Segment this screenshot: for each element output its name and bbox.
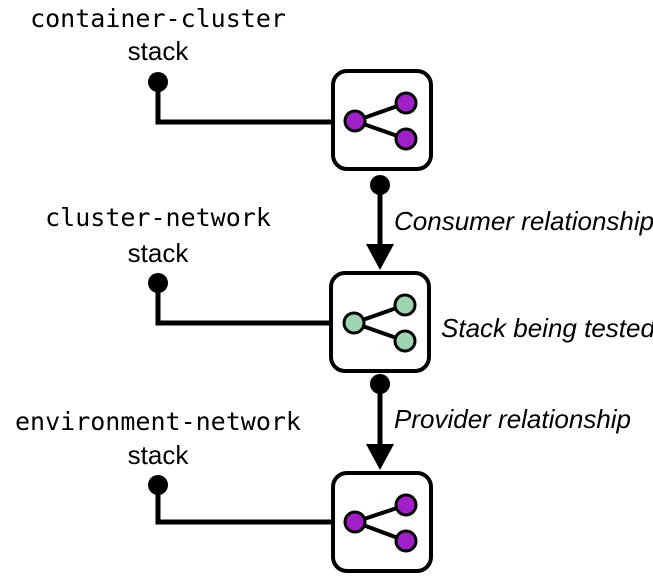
graph-node <box>394 91 418 115</box>
connector-line <box>155 485 333 525</box>
arrow-head-icon <box>366 444 394 470</box>
stack-name-label: container-cluster <box>30 4 286 33</box>
consumer-relationship: Consumer relationship <box>366 175 653 270</box>
stack-container-cluster: container-cluster stack <box>30 4 433 171</box>
share-graph-icon <box>342 293 417 353</box>
share-graph-icon <box>343 493 418 553</box>
consumer-relationship-label: Consumer relationship <box>394 206 653 236</box>
stack-sub-label: stack <box>128 36 190 66</box>
stack-name-label: environment-network <box>15 407 301 436</box>
share-graph-icon <box>343 91 418 151</box>
stack-sub-label: stack <box>128 440 190 470</box>
arrow-head-icon <box>366 244 394 270</box>
stack-sub-label: stack <box>128 238 190 268</box>
graph-node <box>393 293 417 317</box>
graph-node <box>394 529 418 553</box>
stack-name-label: cluster-network <box>45 203 271 232</box>
stack-cluster-network: cluster-network stack Stack being tested <box>45 203 653 373</box>
provider-relationship-label: Provider relationship <box>394 404 631 434</box>
graph-node <box>394 127 418 151</box>
graph-node <box>342 311 366 335</box>
graph-node <box>393 329 417 353</box>
connector-line <box>155 283 333 326</box>
provider-relationship: Provider relationship <box>366 374 631 470</box>
stack-being-tested-label: Stack being tested <box>441 313 653 343</box>
graph-node <box>343 510 367 534</box>
stack-environment-network: environment-network stack <box>15 407 433 573</box>
graph-node <box>394 493 418 517</box>
connector-line <box>155 82 333 125</box>
graph-node <box>343 109 367 133</box>
